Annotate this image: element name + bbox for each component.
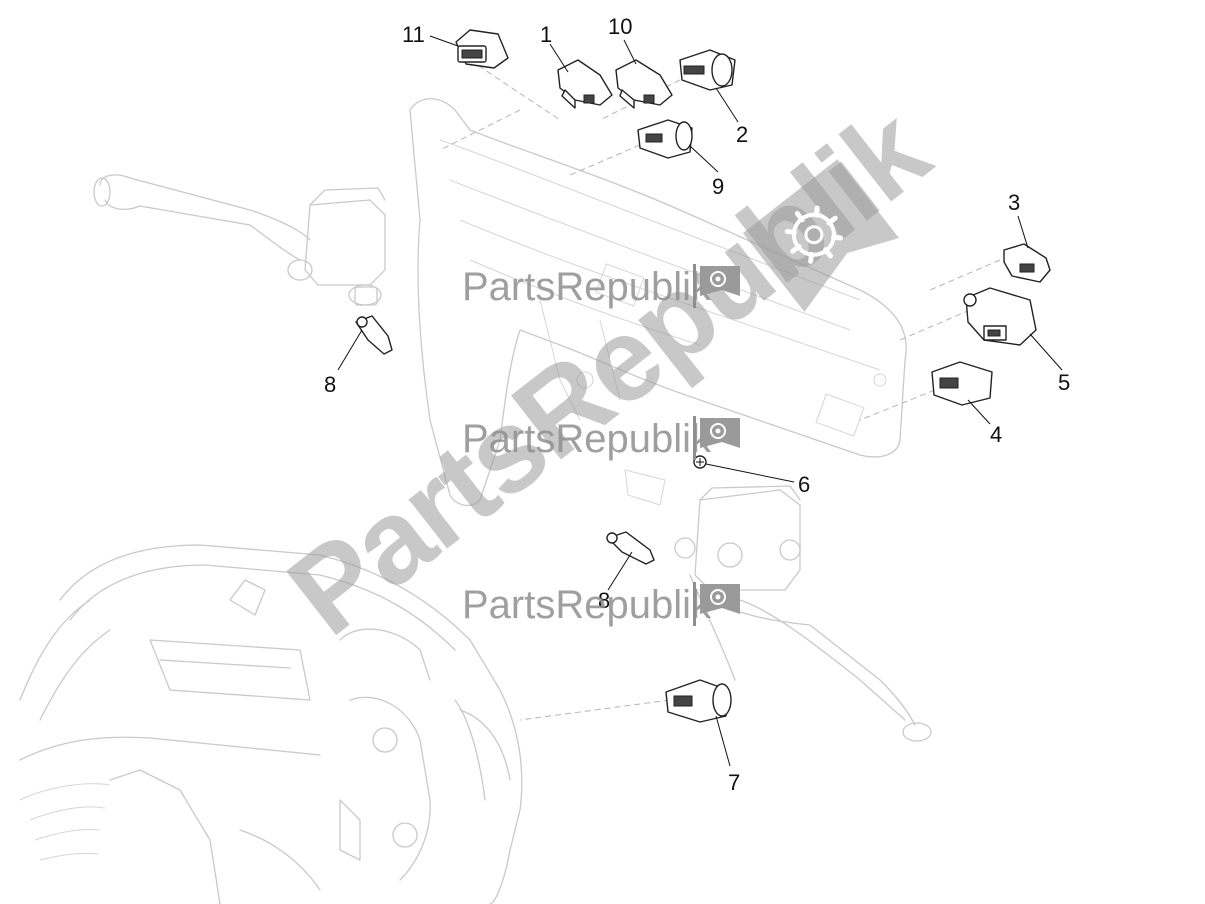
callout-3: 3: [1008, 190, 1020, 215]
watermark-row-2: PartsRepublik: [462, 416, 740, 461]
gear-icon: [700, 266, 740, 296]
callout-9: 9: [712, 174, 724, 199]
callout-4: 4: [990, 422, 1002, 447]
watermark-row-1: PartsRepublik: [462, 264, 740, 309]
watermark-text-2: PartsRepublik: [462, 417, 712, 461]
watermark-large-text: PartsRepublik: [265, 83, 953, 661]
callout-11: 11: [402, 22, 425, 47]
part-11-switch[interactable]: [455, 29, 509, 69]
callout-10: 10: [608, 14, 632, 39]
callout-8-left: 8: [324, 372, 336, 397]
callout-7: 7: [728, 770, 740, 795]
part-3-switch[interactable]: [1003, 243, 1051, 283]
part-2-switch[interactable]: [679, 49, 736, 91]
callout-6: 6: [798, 472, 810, 497]
watermark-large: PartsRepublik: [265, 83, 953, 661]
part-8-switch-right[interactable]: [606, 531, 655, 565]
callout-labels: 11 1 10 2 9 3 5 4 8 6 8 7: [324, 14, 1070, 795]
watermark-text-1: PartsRepublik: [462, 265, 712, 309]
watermark-row-3: PartsRepublik: [462, 582, 740, 627]
part-1-switch[interactable]: [557, 59, 613, 109]
callout-1: 1: [540, 22, 552, 47]
part-9-switch[interactable]: [637, 119, 693, 159]
gear-icon: [700, 418, 740, 448]
gear-icon: [700, 584, 740, 614]
part-8-switch-left[interactable]: [355, 315, 393, 355]
front-shield-outline: [19, 544, 523, 904]
handlebar-cover-outline: [409, 98, 907, 507]
callout-5: 5: [1058, 370, 1070, 395]
part-5-switch[interactable]: [963, 287, 1037, 346]
callout-2: 2: [736, 122, 748, 147]
part-4-switch[interactable]: [931, 361, 993, 406]
left-brake-lever-outline: [93, 174, 386, 306]
leader-lines: [337, 35, 1063, 767]
part-10-switch[interactable]: [615, 59, 673, 109]
part-6-screw[interactable]: [693, 455, 707, 469]
watermark-large-flag: [742, 159, 899, 312]
watermark-text-3: PartsRepublik: [462, 583, 712, 627]
callout-8-right: 8: [598, 588, 610, 613]
right-brake-lever-outline: [674, 485, 932, 742]
part-7-switch[interactable]: [665, 679, 732, 723]
